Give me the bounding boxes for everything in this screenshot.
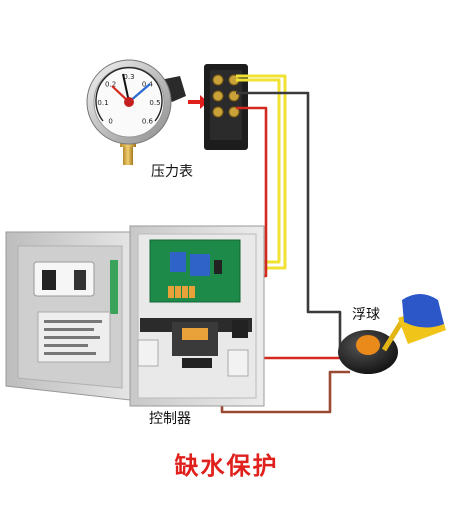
door-switch (42, 270, 56, 290)
bottom-terminal (182, 358, 212, 368)
gauge-center-cap (124, 97, 134, 107)
pressure-gauge-label: 压力表 (151, 164, 193, 180)
gauge-tick-label: 0 (108, 117, 112, 125)
terminal-screw (212, 74, 224, 86)
wire-black-float (236, 91, 342, 350)
cable-gland-right (227, 349, 249, 377)
diagram-title: 缺水保护 (174, 452, 279, 480)
terminal-face (210, 70, 242, 140)
terminal-screw (212, 106, 224, 118)
terminal-lug (232, 320, 248, 338)
controller-label: 控制器 (149, 411, 191, 427)
arrow-icon (188, 95, 208, 109)
pressure-gauge: 00.10.20.30.40.50.6 (86, 59, 186, 165)
door-connector (110, 260, 118, 314)
gauge-tick-label: 0.3 (123, 73, 134, 81)
pcb-terminal (168, 286, 174, 298)
float-switch-label: 浮球 (352, 307, 380, 323)
pcb-capacitor (214, 260, 222, 274)
contactor-label (182, 328, 208, 340)
pcb-terminal (182, 286, 188, 298)
relay-2 (190, 254, 210, 276)
gauge-tick-label: 0.2 (105, 81, 116, 89)
terminal-screw (212, 90, 224, 102)
gauge-tick-label: 0.5 (149, 99, 160, 107)
terminal-block (204, 64, 248, 150)
float-switch (338, 294, 446, 374)
door-indicator (74, 270, 86, 290)
cable-gland-left (137, 339, 159, 367)
pcb-terminals (168, 286, 195, 298)
gauge-tick-label: 0.6 (142, 117, 154, 125)
gauge-tick-label: 0.1 (97, 99, 108, 107)
terminal-screw (228, 106, 240, 118)
pcb-terminal (189, 286, 195, 298)
control-cabinet (5, 225, 265, 407)
relay-1 (170, 252, 186, 272)
pcb-terminal (175, 286, 181, 298)
gauge-fitting (123, 147, 133, 165)
gauge-scale-arc (95, 67, 163, 122)
float-body-blue (402, 294, 444, 328)
float-weight-cap (356, 335, 380, 355)
